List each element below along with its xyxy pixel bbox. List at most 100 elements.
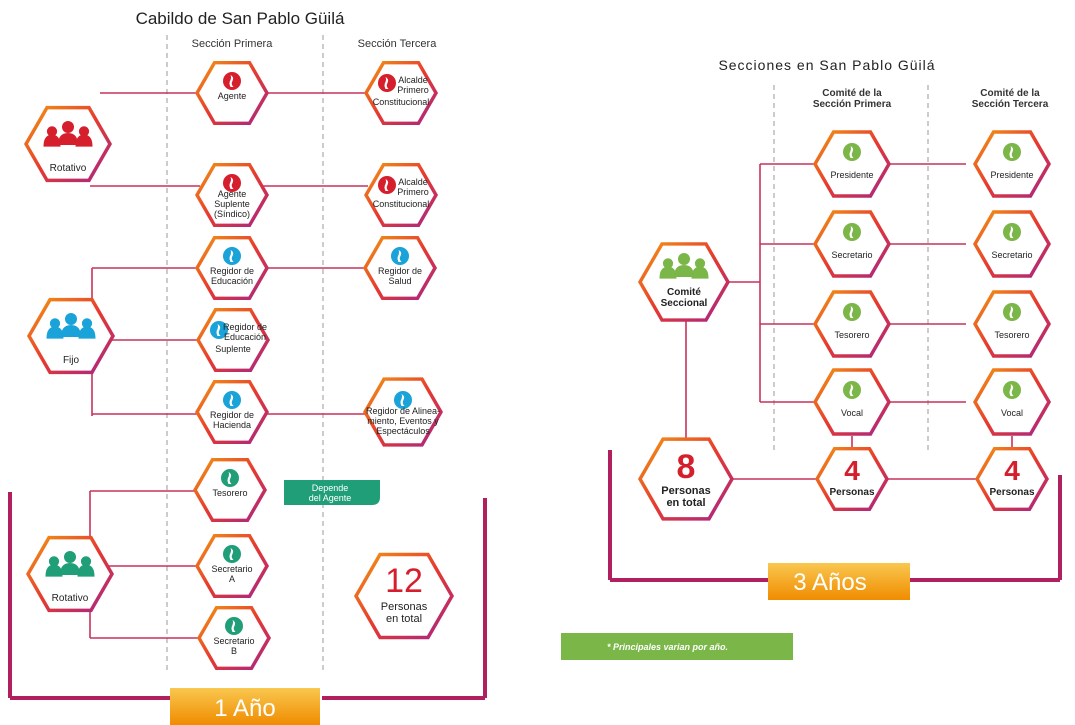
left-group-people-icon-1-head (78, 126, 90, 137)
left-role-icon-4-figure (384, 179, 389, 191)
left-role-text-b-7-line-1: Suplente (215, 344, 251, 354)
left-group-people-icon-2-body (61, 325, 81, 337)
left-role-text-a-2-line-1: Alcalde (398, 75, 428, 85)
left-col1-header: Sección Primera (192, 38, 274, 50)
left-role-text-5-line-2: Educación (211, 276, 253, 286)
left-group-people-icon-1-head (62, 121, 74, 133)
right-total-label-line-2: en total (666, 497, 705, 509)
right-group-label-line-2: Seccional (661, 298, 708, 309)
left-role-text-a-2-line-2: Primero (397, 85, 429, 95)
left-role-text-9-line-3: Espectáculos (376, 426, 430, 436)
left-role-text-11-line-2: A (229, 574, 235, 584)
right-group-people-icon-head (694, 258, 706, 269)
left-role-text-10-line-1: Tesorero (212, 488, 247, 498)
left-group-people-icon-2-head (81, 318, 93, 329)
right-role-icon-2-2-figure (1009, 226, 1014, 238)
right-role-hex-1-2-inner (817, 213, 887, 275)
right-duration-label: 3 Años (793, 569, 866, 596)
left-group-people-icon-3-head (64, 551, 76, 563)
right-role-label-1-3-line-1: Tesorero (834, 330, 869, 340)
left-group-label-2-line-1: Fijo (63, 355, 80, 366)
left-role-text-9-line-1: Regidor de Alinea- (366, 406, 440, 416)
right-group-people-icon (659, 253, 709, 279)
depend-note-text-line-1: Depende (312, 483, 349, 493)
left-group-people-icon-3-body (45, 564, 63, 577)
left-role-text-1-line-1: Agente (218, 91, 247, 101)
right-role-hex-2-3-inner (977, 293, 1047, 355)
left-role-hex-6-inner (367, 239, 433, 297)
left-role-icon-6-figure (397, 250, 402, 262)
left-role-icon-3-figure (229, 177, 234, 189)
left-group-people-icon-2-head (65, 313, 77, 325)
depend-note-text-line-2: del Agente (309, 493, 352, 503)
right-count-tercera-label-line-1: Personas (989, 487, 1034, 498)
right-role-label-2-1-line-1: Presidente (990, 170, 1033, 180)
left-group-people-icon-2-body (46, 326, 64, 339)
right-col1-header-line-2: Sección Primera (813, 99, 892, 110)
right-role-label-1-2-line-1: Secretario (831, 250, 872, 260)
right-role-hex-1-1-inner (817, 133, 887, 195)
left-group-people-icon-1-body (58, 133, 78, 145)
right-duration-banner (768, 563, 910, 600)
left-total-label-line-2: en total (386, 613, 422, 625)
right-count-primera-number: 4 (844, 455, 860, 486)
left-group-people-icon-2-head (49, 318, 61, 329)
right-count-tercera-hex-inner (979, 450, 1045, 508)
right-group-label-line-1: Comité (667, 287, 701, 298)
right-role-icon-2-1-figure (1009, 146, 1014, 158)
left-total-number: 12 (385, 562, 423, 600)
left-role-text-a-7-line-1: Regidor de (223, 322, 267, 332)
right-col2-header-line-2: Sección Tercera (972, 99, 1049, 110)
left-role-text-12-line-2: B (231, 646, 237, 656)
right-role-label-1-1-line-1: Presidente (830, 170, 873, 180)
left-role-text-11-line-1: Secretario (211, 564, 252, 574)
left-role-text-9-line-2: miento, Eventos y (367, 416, 439, 426)
right-count-primera-hex-inner (819, 450, 885, 508)
left-group-label-3-line-1: Rotativo (52, 593, 89, 604)
left-group-people-icon-3-body (60, 563, 80, 575)
right-total-number: 8 (677, 448, 696, 486)
right-role-icon-1-1-figure (849, 146, 854, 158)
right-count-tercera-number: 4 (1004, 455, 1020, 486)
left-group-people-icon-3-head (48, 556, 60, 567)
right-role-hex-1-4-inner (817, 371, 887, 433)
right-role-label-2-4-line-1: Vocal (1001, 408, 1023, 418)
left-duration-label: 1 Año (214, 695, 275, 722)
left-total-label-line-1: Personas (381, 601, 428, 613)
right-role-icon-1-3-figure (849, 306, 854, 318)
left-group-people-icon-2 (46, 313, 96, 339)
right-total-hex-inner (642, 440, 730, 518)
right-group-people-icon-head (662, 258, 674, 269)
left-role-text-b-4-line-1: Constitucional (373, 199, 430, 209)
left-role-text-3-line-3: (Síndico) (214, 209, 250, 219)
left-role-icon-2-figure (384, 77, 389, 89)
left-role-text-8-line-2: Hacienda (213, 420, 251, 430)
left-role-hex-3-inner (199, 166, 265, 224)
left-role-icon-8-figure (229, 394, 234, 406)
left-role-hex-5-inner (199, 239, 265, 297)
principales-note: * Principales varian por año. (561, 633, 793, 660)
right-role-label-2-2-line-1: Secretario (991, 250, 1032, 260)
left-col2-header: Sección Tercera (358, 38, 438, 50)
right-role-hex-2-1-inner (977, 133, 1047, 195)
right-role-hex-2-2-inner (977, 213, 1047, 275)
right-role-icon-1-4-figure (849, 384, 854, 396)
right-role-label-1-4-line-1: Vocal (841, 408, 863, 418)
right-role-icon-1-2-figure (849, 226, 854, 238)
right-role-icon-2-3-figure (1009, 306, 1014, 318)
left-title: Cabildo de San Pablo Güilá (136, 9, 345, 28)
left-group-people-icon-3-body (77, 564, 95, 577)
right-role-icon-2-4-figure (1009, 384, 1014, 396)
left-role-text-12-line-1: Secretario (213, 636, 254, 646)
right-group-people-icon-body (691, 266, 709, 279)
diagram-shapes (24, 61, 1051, 725)
left-role-hex-9-inner (367, 380, 439, 444)
left-role-text-a-4-line-1: Alcalde (398, 177, 428, 187)
right-col2-header-line-1: Comité de la (980, 88, 1040, 99)
right-group-people-icon-body (674, 265, 694, 277)
right-group-people-icon-head (678, 253, 690, 265)
depend-note-box (284, 480, 380, 505)
left-role-icon-7-figure (216, 324, 221, 336)
left-role-text-a-7-line-2: Educación (224, 332, 266, 342)
